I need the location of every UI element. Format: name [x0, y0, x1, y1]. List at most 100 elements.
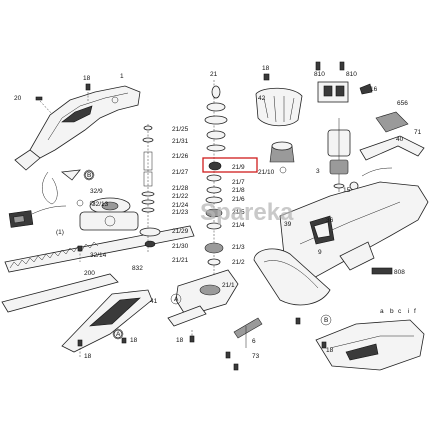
- callout-labels: 1 18 20 21 18 42 810 810 16 656 40 71 21…: [14, 65, 422, 360]
- label-21-25: 21/25: [172, 126, 189, 133]
- label-9: 9: [318, 249, 322, 256]
- label-200: 200: [84, 270, 95, 277]
- label-42: 42: [258, 95, 266, 102]
- label-832: 832: [132, 265, 143, 272]
- label-1: 1: [120, 73, 124, 80]
- label-71: 71: [414, 129, 422, 136]
- stack-21-column: [139, 80, 287, 282]
- label-b: b: [390, 308, 394, 315]
- label-21-1: 21/1: [222, 282, 235, 289]
- cutting-blade: [4, 225, 195, 273]
- label-21-24: 21/24: [172, 202, 189, 209]
- gear-housing-lower: [167, 269, 239, 327]
- motor-armature: [327, 118, 351, 192]
- screw-18-right: [295, 317, 301, 325]
- label-32-13: 32/13: [92, 201, 109, 208]
- screw-18-far-right: [321, 341, 327, 349]
- label-15: 15: [343, 187, 351, 194]
- upper-housing-handle: [14, 85, 141, 171]
- label-c: c: [398, 308, 402, 315]
- label-21-23: 21/23: [172, 209, 189, 216]
- brush-holder-810: [315, 61, 349, 103]
- label-21-2: 21/2: [232, 259, 245, 266]
- label-A2: A: [174, 296, 179, 303]
- screw-20: [35, 96, 53, 115]
- spareka-watermark: Spareka: [200, 199, 294, 226]
- label-6: 6: [252, 338, 256, 345]
- screw-32-14: [77, 245, 83, 262]
- screw-18-small: [121, 337, 127, 344]
- label-39: 39: [284, 221, 292, 228]
- label-21-30: 21/30: [172, 243, 189, 250]
- label-16: 16: [370, 86, 378, 93]
- label-810b: 810: [346, 71, 357, 78]
- label-21-29: 21/29: [172, 228, 189, 235]
- label-21-26: 21/26: [172, 153, 189, 160]
- label-41: 41: [150, 298, 158, 305]
- label-21-4: 21/4: [232, 222, 245, 229]
- label-18e: 18: [176, 337, 184, 344]
- label-808: 808: [394, 269, 405, 276]
- label-18c: 18: [84, 353, 92, 360]
- switch-module: [8, 205, 67, 228]
- label-20: 20: [14, 95, 22, 102]
- trigger-piece: [60, 169, 81, 181]
- label-21-21: 21/21: [172, 257, 189, 264]
- label-73: 73: [252, 353, 260, 360]
- label-810: 810: [314, 71, 325, 78]
- screw-18-bottom: [233, 363, 239, 371]
- housing-screw-18: [85, 83, 91, 102]
- label-656: 656: [397, 100, 408, 107]
- cable-loop: [41, 171, 58, 205]
- label-32-14: 32/14: [90, 252, 107, 259]
- label-f: f: [414, 308, 416, 315]
- label-18f: 18: [326, 347, 334, 354]
- label-21: 21: [210, 71, 218, 78]
- label-18b: 18: [262, 65, 270, 72]
- cover-656: [375, 111, 409, 133]
- lever-6: [233, 317, 263, 348]
- part-36: [309, 215, 335, 245]
- label-21-7: 21/7: [232, 179, 245, 186]
- screw-73: [225, 351, 231, 359]
- label-a: a: [380, 308, 384, 315]
- label-i: i: [408, 308, 409, 315]
- label-plate-808: [371, 267, 393, 275]
- gear-plate-32-13: [79, 211, 139, 231]
- label-21-5: 21/5: [232, 209, 245, 216]
- label-21-28: 21/28: [172, 185, 189, 192]
- label-36: 36: [326, 217, 334, 224]
- label-1p: (1): [56, 229, 64, 236]
- label-B1: B: [87, 172, 91, 179]
- label-32-9: 32/9: [90, 188, 103, 195]
- label-A1: A: [116, 331, 121, 338]
- blade-guard: [1, 273, 119, 313]
- label-21-31: 21/31: [172, 138, 189, 145]
- label-21-9: 21/9: [232, 164, 245, 171]
- fan-42: [255, 73, 303, 127]
- small-part-16: [359, 83, 373, 95]
- part-B-upper: [84, 170, 94, 180]
- part-9: [339, 241, 375, 271]
- highlight-box-21-9: [202, 157, 258, 173]
- part-A-left: [113, 329, 123, 339]
- lower-blade-cover-41: [61, 289, 153, 353]
- screw-18-center: [189, 330, 195, 343]
- label-21-10: 21/10: [258, 169, 275, 176]
- handle-bar-40-71: [359, 135, 425, 177]
- label-21-8: 21/8: [232, 187, 245, 194]
- label-18a: 18: [83, 75, 91, 82]
- label-21-3: 21/3: [232, 244, 245, 251]
- label-B2: B: [324, 317, 328, 324]
- lower-shell-B: [315, 319, 425, 371]
- label-21-6: 21/6: [232, 196, 245, 203]
- label-40: 40: [396, 136, 404, 143]
- motor-gear-cylinder: [269, 141, 295, 163]
- main-body-shell: [253, 181, 429, 306]
- label-18d: 18: [130, 337, 138, 344]
- label-3: 3: [316, 168, 320, 175]
- label-21-22: 21/22: [172, 193, 189, 200]
- label-21-27: 21/27: [172, 169, 189, 176]
